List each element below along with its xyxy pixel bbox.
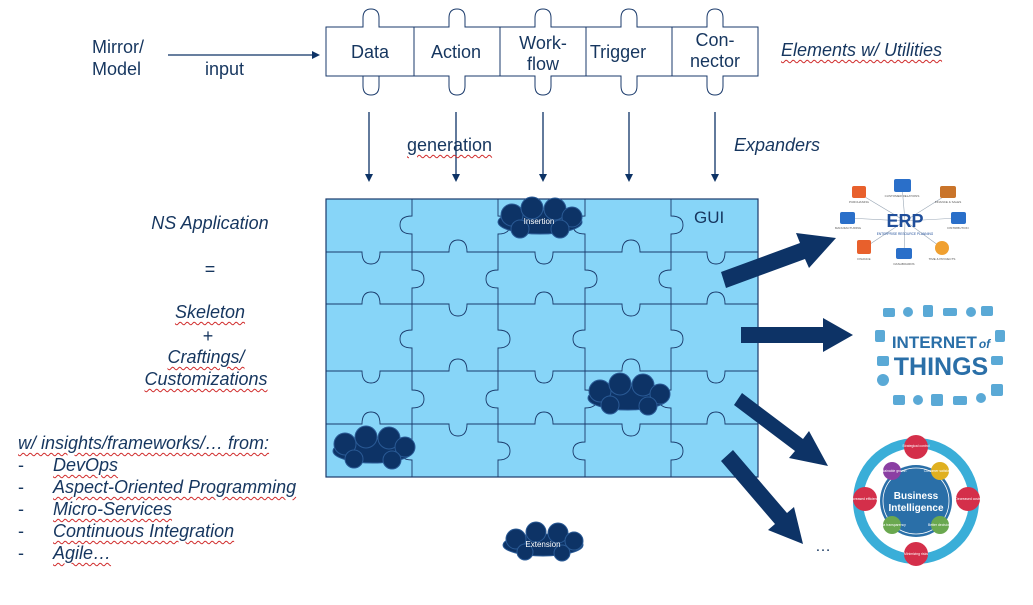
element-data-label: Data	[350, 42, 390, 62]
expander-arrows	[721, 233, 853, 544]
erp-text: ERP	[886, 211, 923, 231]
generation-label: generation	[407, 135, 493, 155]
erp-item: FINANCE & SALES	[935, 200, 962, 204]
erp-logo: ERP ENTERPRISE RESOURCE PLANNING PURCHAS…	[830, 176, 980, 268]
customizations-label: Customizations	[144, 369, 268, 389]
bi-item: Increased efficiency	[850, 497, 880, 501]
iot-things-text: THINGS	[894, 353, 988, 381]
craftings-label: Craftings/	[167, 347, 245, 367]
erp-item: DISTRIBUTION	[947, 226, 968, 230]
extension-cloud	[502, 521, 584, 562]
expander-arrow-more	[721, 450, 803, 544]
element-workflow-label: Work- flow	[519, 33, 567, 74]
bi-item: Minimizing risks	[904, 552, 928, 556]
bi-item: Better decisions	[928, 523, 952, 527]
insight-item: -DevOps	[18, 455, 119, 475]
elements-utilities-label: Elements w/ Utilities	[781, 40, 943, 60]
bi-item: Strategical control	[902, 444, 929, 448]
insight-item: -Continuous Integration	[18, 521, 235, 541]
bi-item: Data transparency	[878, 523, 906, 527]
erp-item: PURCHASING	[849, 200, 870, 204]
expanders-label: Expanders	[734, 135, 821, 155]
equals-label: =	[204, 259, 216, 279]
insights-list: w/ insights/frameworks/… from: -DevOps -…	[18, 432, 296, 564]
element-action-label: Action	[430, 42, 482, 62]
extension-label: Extension	[525, 540, 561, 549]
erp-item: DASHBOARDS	[893, 262, 914, 266]
erp-subtitle: ENTERPRISE RESOURCE PLANNING	[877, 232, 934, 236]
insight-item: -Aspect-Oriented Programming	[18, 477, 297, 497]
crafting-cloud-left	[332, 425, 416, 470]
element-trigger-label: Trigger	[589, 42, 647, 62]
bi-text-line2: Intelligence	[888, 503, 943, 514]
bi-item: Customer satisfaction	[924, 469, 957, 473]
bi-wheel: Business Intelligence Strategical contro…	[850, 435, 981, 566]
gui-label: GUI	[694, 208, 725, 227]
bi-text-line1: Business	[894, 491, 939, 502]
erp-item: CUSTOMER RELATIONS	[885, 194, 920, 198]
ns-application-label: NS Application	[151, 213, 269, 233]
mirror-model-label: Mirror/ Model	[92, 37, 144, 79]
more-expanders-ellipsis: …	[815, 538, 831, 555]
generation-arrows	[365, 112, 719, 182]
bi-logo: Business Intelligence Strategical contro…	[848, 433, 984, 569]
element-pieces	[325, 8, 759, 96]
plus-label: +	[202, 326, 214, 346]
expander-arrow-bi	[734, 393, 828, 466]
insertion-cloud	[497, 196, 583, 239]
erp-item: FINANCE	[857, 257, 870, 261]
element-connector-label: Con- nector	[689, 30, 741, 71]
bi-item: Sustainable growth	[878, 469, 907, 473]
insight-item: -Micro-Services	[18, 499, 173, 519]
erp-item: TIME & PROJECTS	[929, 257, 956, 261]
insights-heading: w/ insights/frameworks/… from:	[18, 433, 270, 453]
erp-icon-cluster: ERP ENTERPRISE RESOURCE PLANNING PURCHAS…	[835, 179, 969, 266]
erp-item: MANUFACTURING	[835, 226, 862, 230]
piece-connector	[671, 8, 759, 96]
crafting-cloud-right	[587, 372, 671, 416]
expander-arrow-erp	[721, 233, 836, 288]
input-label: input	[205, 59, 245, 79]
skeleton-label: Skeleton	[174, 302, 246, 322]
expander-arrow-iot	[741, 318, 853, 352]
insight-item: -Agile…	[18, 543, 112, 563]
bi-item: Decreased costs	[955, 497, 981, 501]
insertion-label: Insertion	[523, 217, 555, 226]
